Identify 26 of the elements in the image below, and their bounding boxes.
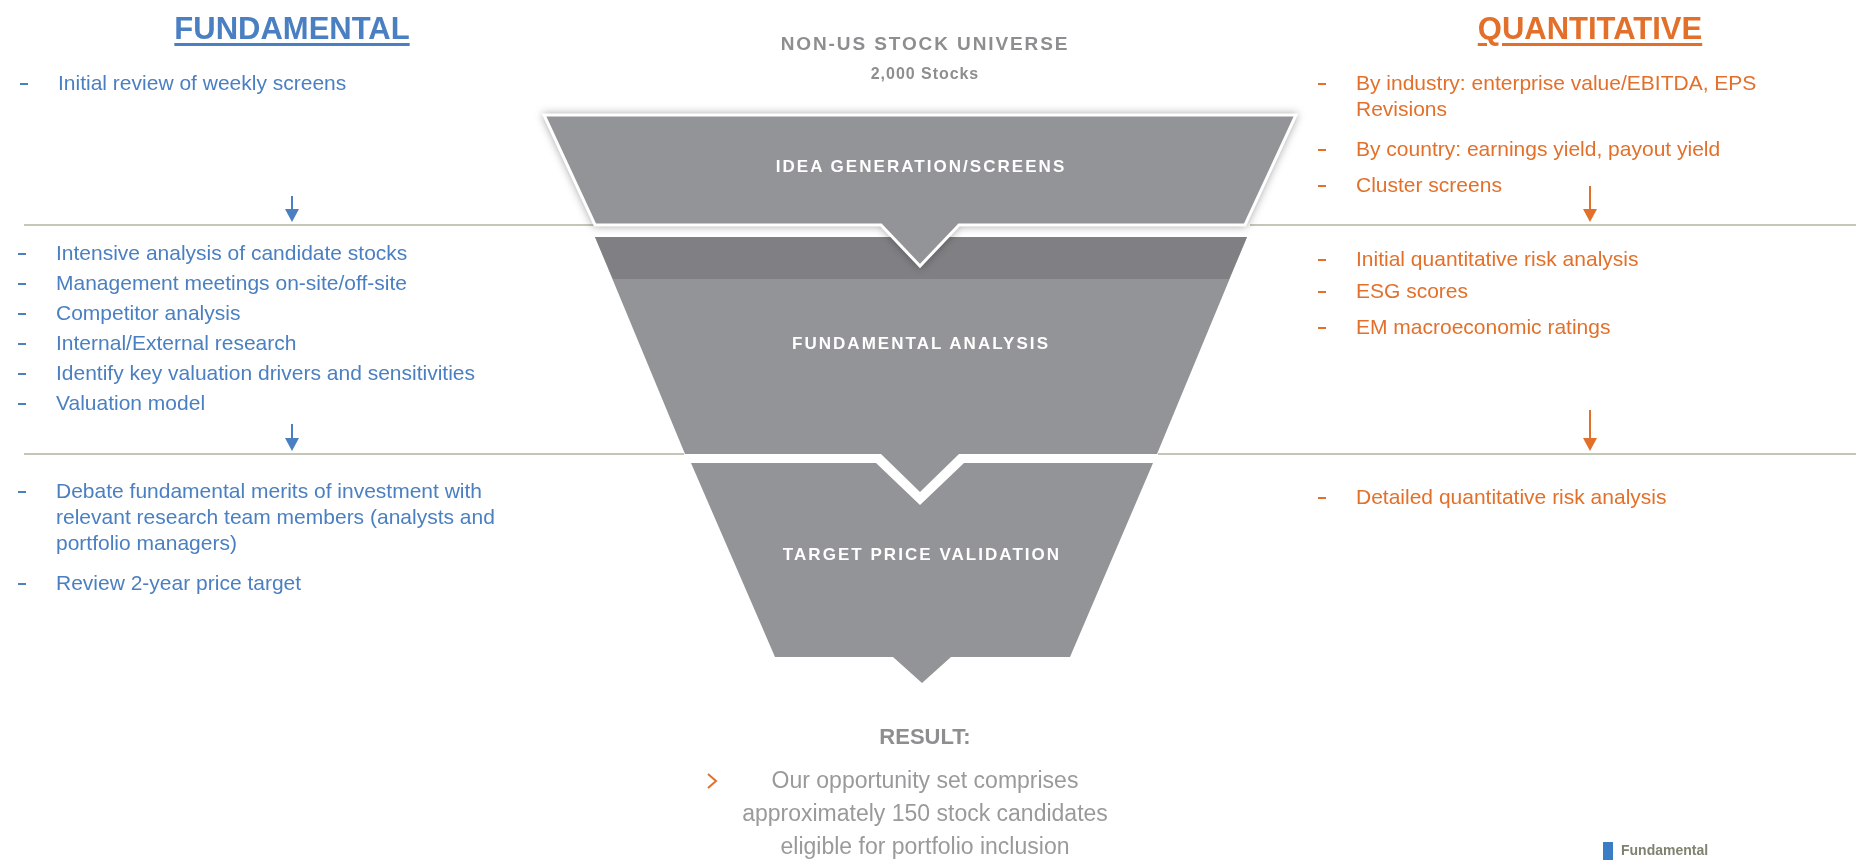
- bullet-text: Initial review of weekly screens: [58, 70, 347, 96]
- bullet-text: Initial quantitative risk analysis: [1356, 246, 1639, 272]
- bullet-text: Intensive analysis of candidate stocks: [56, 240, 408, 266]
- bullet-text: Management meetings on-site/off-site: [56, 270, 407, 296]
- bullet-text: Cluster screens: [1356, 172, 1502, 198]
- column-heading: FUNDAMENTAL: [174, 10, 410, 48]
- bullet-text: By country: earnings yield, payout yield: [1356, 136, 1721, 162]
- bullet-text: Competitor analysis: [56, 300, 241, 326]
- column-heading: QUANTITATIVE: [1477, 10, 1703, 48]
- bullet-text: By industry: enterprise value/EBITDA, EPS Revisions: [1356, 70, 1758, 122]
- bullet-text: ESG scores: [1356, 278, 1469, 304]
- result-text: Our opportunity set comprises approximately 150 stock candidates eligible for portfolio inclusion: [741, 766, 1109, 861]
- bullet-text: Valuation model: [56, 390, 206, 416]
- result-heading: RESULT:: [879, 723, 971, 751]
- stage-label: FUNDAMENTAL ANALYSIS: [792, 333, 1050, 356]
- bullet-text: Identify key valuation drivers and sensitivities: [56, 360, 476, 386]
- bullet-text: EM macroeconomic ratings: [1356, 314, 1611, 340]
- bullet-text: Detailed quantitative risk analysis: [1356, 484, 1667, 510]
- bullet-text: Review 2-year price target: [56, 570, 302, 596]
- bullet-text: Debate fundamental merits of investment with relevant research team members (analysts and portfolio managers): [56, 478, 496, 556]
- funnel-subheading: 2,000 Stocks: [870, 64, 980, 84]
- bullet-text: Internal/External research: [56, 330, 297, 356]
- stage-label: IDEA GENERATION/SCREENS: [775, 156, 1067, 179]
- legend-label: Fundamental: [1621, 841, 1709, 860]
- stage-label: TARGET PRICE VALIDATION: [782, 544, 1062, 567]
- funnel-heading: NON-US STOCK UNIVERSE: [780, 32, 1070, 56]
